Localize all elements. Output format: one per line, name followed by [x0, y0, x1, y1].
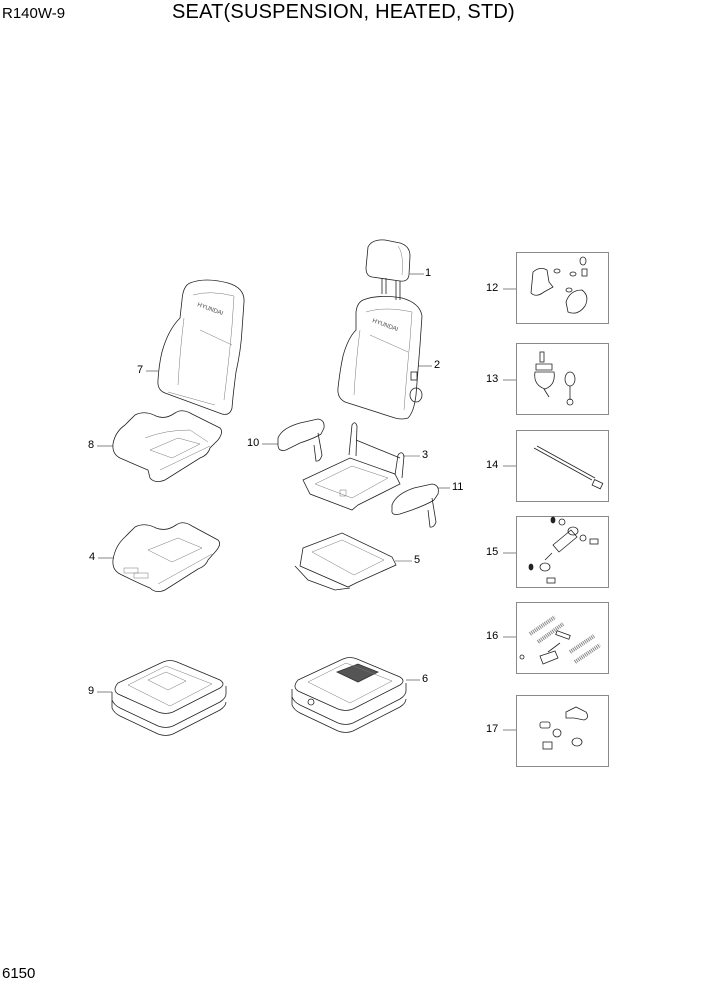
callout-14[interactable]: 14 — [486, 459, 499, 471]
kit-box-16 — [516, 602, 609, 674]
callout-13[interactable]: 13 — [486, 373, 499, 385]
callout-10[interactable]: 10 — [247, 437, 260, 449]
callout-11[interactable]: 11 — [452, 481, 464, 493]
part-9-suspension-base[interactable] — [111, 660, 227, 736]
kit-box-17 — [516, 695, 609, 767]
callout-15[interactable]: 15 — [486, 546, 499, 558]
callout-4[interactable]: 4 — [89, 551, 96, 563]
part-8-cushion-cover[interactable] — [112, 410, 222, 482]
part-7-backrest-cover[interactable]: HYUNDAI — [157, 279, 245, 415]
part-11-armrest-right[interactable] — [391, 483, 439, 528]
callout-3[interactable]: 3 — [422, 449, 429, 461]
callout-17[interactable]: 17 — [486, 723, 499, 735]
kit-box-13 — [516, 343, 609, 415]
callout-5[interactable]: 5 — [414, 554, 421, 566]
callout-2[interactable]: 2 — [434, 359, 441, 371]
part-1-headrest[interactable] — [365, 239, 411, 300]
callout-7[interactable]: 7 — [137, 364, 144, 376]
kit-box-15 — [516, 516, 609, 588]
svg-text:HYUNDAI: HYUNDAI — [371, 318, 399, 333]
part-6-suspension-heated[interactable] — [291, 657, 407, 733]
callout-8[interactable]: 8 — [88, 439, 95, 451]
page-title: SEAT(SUSPENSION, HEATED, STD) — [172, 1, 515, 23]
model-code: R140W-9 — [2, 5, 66, 22]
callout-6[interactable]: 6 — [422, 673, 429, 685]
kit-box-14 — [516, 430, 609, 502]
callout-12[interactable]: 12 — [486, 282, 499, 294]
part-3-seat-frame[interactable] — [302, 422, 405, 511]
page-number: 6150 — [2, 965, 36, 982]
callout-9[interactable]: 9 — [88, 685, 95, 697]
part-2-backrest-assembly[interactable]: HYUNDAI — [337, 296, 423, 420]
svg-text:HYUNDAI: HYUNDAI — [196, 302, 224, 317]
callout-1[interactable]: 1 — [425, 267, 432, 279]
part-10-armrest-left[interactable] — [277, 418, 325, 462]
part-4-seat-cushion[interactable] — [112, 522, 220, 592]
callout-16[interactable]: 16 — [486, 630, 499, 642]
part-5-cushion-frame[interactable] — [294, 532, 397, 591]
kit-box-12 — [516, 252, 609, 324]
leader-lines — [97, 273, 517, 731]
